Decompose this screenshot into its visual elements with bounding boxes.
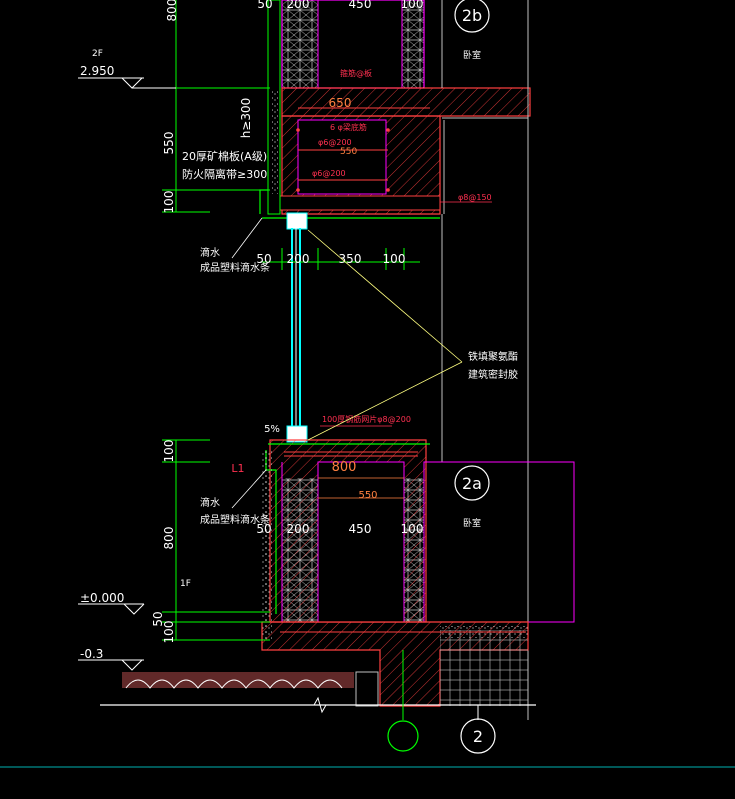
drip-note-upper: 滴水 成品塑料滴水条 (200, 217, 270, 274)
dimension-texts: 800 550 100 50 200 450 100 50 200 350 10… (151, 0, 423, 643)
upper-slab (281, 87, 531, 117)
svg-text:防火隔离带≥300: 防火隔离带≥300 (182, 167, 267, 181)
lower-brick-right (404, 478, 424, 622)
svg-text:2b: 2b (462, 6, 482, 25)
room-tag-2a: 2a 卧室 (454, 465, 490, 529)
svg-text:箍筋@板: 箍筋@板 (340, 68, 372, 78)
upper-insulation (267, 0, 281, 215)
svg-text:200: 200 (287, 522, 310, 536)
sealant-note: 铁填聚氨酯 建筑密封胶 (307, 229, 518, 441)
svg-text:650: 650 (329, 96, 352, 110)
upper-structure (259, 0, 531, 230)
svg-text:100: 100 (401, 0, 424, 11)
svg-text:100: 100 (162, 191, 176, 214)
svg-text:5%: 5% (264, 424, 280, 435)
grid-lines (441, 0, 529, 720)
svg-text:50: 50 (256, 252, 271, 266)
svg-text:φ6@200: φ6@200 (312, 169, 346, 178)
svg-text:6 φ梁底筋: 6 φ梁底筋 (330, 122, 367, 132)
rebar-labels: 箍筋@板 6 φ梁底筋 φ6@200 550 φ6@200 φ8@150 100… (312, 68, 492, 427)
room-tag-2b: 2b 卧室 (454, 0, 490, 61)
svg-text:铁填聚氨酯: 铁填聚氨酯 (468, 350, 518, 363)
svg-text:2: 2 (473, 727, 483, 746)
level-marker-minus03: -0.3 (78, 647, 144, 671)
svg-text:800: 800 (162, 527, 176, 550)
drip-note-lower: 滴水 成品塑料滴水条 (200, 469, 270, 526)
svg-text:φ6@200: φ6@200 (318, 138, 352, 147)
fireproof-note: 20厚矿棉板(A级) 防火隔离带≥300 (182, 149, 267, 181)
svg-text:50: 50 (257, 0, 272, 11)
axis-bubbles: 2 (387, 650, 496, 754)
window-glass (291, 228, 301, 428)
svg-text:滴水: 滴水 (200, 496, 220, 509)
svg-text:L1: L1 (231, 462, 244, 475)
svg-text:200: 200 (287, 252, 310, 266)
svg-text:2a: 2a (462, 474, 482, 493)
svg-text:卧室: 卧室 (463, 49, 481, 61)
svg-text:550: 550 (162, 132, 176, 155)
ground-hatch (122, 672, 354, 688)
svg-text:100: 100 (383, 252, 406, 266)
svg-text:滴水: 滴水 (200, 246, 220, 259)
svg-text:550: 550 (358, 490, 377, 501)
lower-brick-left (282, 478, 318, 622)
level-marker-1f: 1F ±0.000 (78, 579, 191, 615)
svg-text:成品塑料滴水条: 成品塑料滴水条 (200, 513, 270, 526)
lower-structure (100, 425, 575, 714)
svg-text:450: 450 (349, 0, 372, 11)
svg-text:2F: 2F (92, 49, 103, 59)
svg-text:1F: 1F (180, 579, 191, 589)
svg-text:成品塑料滴水条: 成品塑料滴水条 (200, 261, 270, 274)
svg-text:φ8@150: φ8@150 (458, 193, 492, 202)
svg-text:100: 100 (162, 440, 176, 463)
svg-text:20厚矿棉板(A级): 20厚矿棉板(A级) (182, 149, 267, 163)
left-dimension-chain (162, 0, 420, 641)
svg-text:50: 50 (256, 522, 271, 536)
svg-text:±0.000: ±0.000 (80, 591, 124, 605)
svg-text:卧室: 卧室 (463, 517, 481, 529)
svg-text:550: 550 (340, 147, 357, 157)
svg-text:50: 50 (151, 611, 165, 626)
level-marker-2950: 2F 2.950 (78, 49, 176, 89)
svg-text:h≥300: h≥300 (239, 98, 253, 139)
svg-text:2.950: 2.950 (80, 64, 114, 78)
upper-brick-infill-right (402, 0, 424, 88)
svg-text:100厚钢筋网片φ8@200: 100厚钢筋网片φ8@200 (322, 414, 411, 424)
svg-text:350: 350 (339, 252, 362, 266)
beam-dimension-labels: 650 800 550 L1 (231, 96, 404, 501)
svg-text:450: 450 (349, 522, 372, 536)
svg-text:建筑密封胶: 建筑密封胶 (468, 368, 518, 381)
upper-brick-infill (282, 0, 318, 88)
svg-text:100: 100 (162, 621, 176, 644)
upper-window-frame (286, 212, 308, 230)
svg-text:200: 200 (287, 0, 310, 11)
svg-text:-0.3: -0.3 (80, 647, 103, 661)
svg-text:800: 800 (332, 460, 357, 475)
svg-text:100: 100 (401, 522, 424, 536)
svg-text:800: 800 (165, 0, 179, 21)
